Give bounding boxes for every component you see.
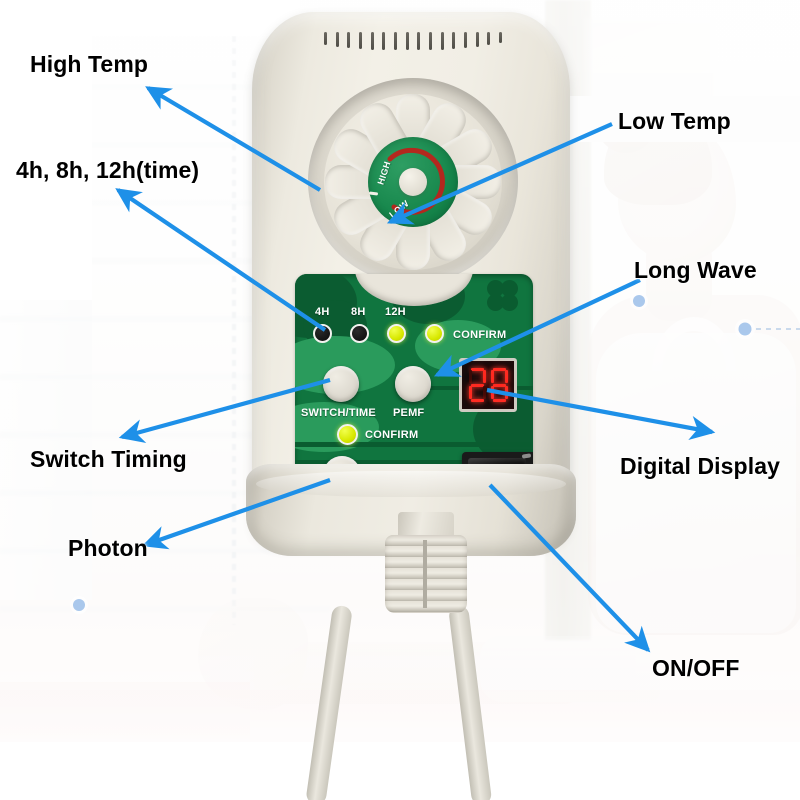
led-timer-confirm (425, 324, 444, 343)
led-label-12h: 12H (385, 306, 406, 318)
annotation-on-off: ON/OFF (652, 655, 740, 681)
annotation-high-temp: High Temp (30, 51, 149, 77)
arrow-photon (141, 478, 331, 550)
vent-slots (324, 32, 502, 54)
display-digit-tens (468, 368, 487, 402)
arrow-high-temp (145, 86, 322, 192)
switch-time-label: SWITCH/TIME (301, 407, 376, 419)
annotation-photon: Photon (68, 535, 148, 561)
arrow-digital-display (486, 387, 716, 440)
arrow-low-temp (386, 122, 613, 225)
annotation-switch-timing: Switch Timing (30, 446, 187, 472)
led-12h (387, 324, 406, 343)
white-callout-area-left (0, 0, 92, 300)
white-callout-area-right (560, 96, 800, 142)
led-4h (313, 324, 332, 343)
switch-time-button[interactable] (323, 366, 359, 402)
annotation-low-temp: Low Temp (618, 108, 731, 134)
white-callout-area-top (0, 0, 300, 36)
mode-confirm-label: CONFIRM (365, 429, 419, 441)
pemf-label: PEMF (393, 407, 425, 419)
annotation-time: 4h, 8h, 12h(time) (16, 157, 200, 183)
led-8h (350, 324, 369, 343)
arrow-time (115, 188, 327, 332)
pemf-button[interactable] (395, 366, 431, 402)
led-mode-confirm (337, 424, 358, 445)
timer-confirm-label: CONFIRM (453, 329, 507, 341)
device-base-edge (256, 471, 566, 497)
white-bottom-margin (0, 742, 800, 800)
arrow-switch-timing (118, 377, 331, 443)
led-label-4h: 4H (315, 306, 330, 318)
arrow-long-wave (433, 278, 641, 377)
annotation-long-wave: Long Wave (634, 257, 757, 283)
led-label-8h: 8H (351, 306, 366, 318)
annotation-digital-display: Digital Display (620, 453, 780, 479)
knob-center-hub (399, 168, 427, 196)
arrow-on-off (488, 483, 651, 653)
strain-relief-split (423, 540, 427, 608)
